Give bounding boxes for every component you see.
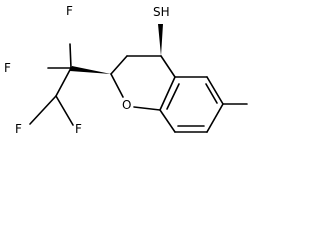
bond-chf2-f-right (55, 95, 74, 126)
bond-c8-c8a (159, 109, 176, 133)
bond-cf2-chf2 (55, 67, 72, 97)
double-bond-c8a-c4a (166, 83, 180, 110)
bond-c6-c7 (206, 103, 224, 133)
wedge-bond-c2-cf2 (70, 66, 111, 74)
bond-c5-c6 (206, 76, 224, 105)
bond-c2-o (110, 73, 124, 98)
ring-bonds (110, 55, 248, 133)
bond-o-c8a (133, 106, 161, 111)
atom-sulfur-label: SH (153, 5, 170, 19)
atom-fluorine-label: F (15, 122, 22, 136)
bond-c4a-c8a (159, 76, 176, 111)
bond-c2-c3 (110, 55, 128, 75)
aromatic-double-bonds (166, 83, 218, 127)
atom-fluorine-label: F (66, 4, 73, 18)
tetrafluoroethyl-bonds (29, 43, 74, 126)
atom-fluorine-label: F (4, 61, 11, 75)
bond-c4-c4a (160, 55, 176, 78)
bond-chf2-f-left (29, 95, 57, 125)
wedge-bond-c4-s (158, 24, 163, 56)
chemical-structure: SH O F F F F (4, 4, 248, 136)
double-bond-c5-c6 (205, 83, 218, 104)
bond-cf2-f-top (69, 43, 72, 69)
atom-oxygen-label: O (122, 98, 131, 112)
atom-fluorine-label: F (75, 122, 82, 136)
